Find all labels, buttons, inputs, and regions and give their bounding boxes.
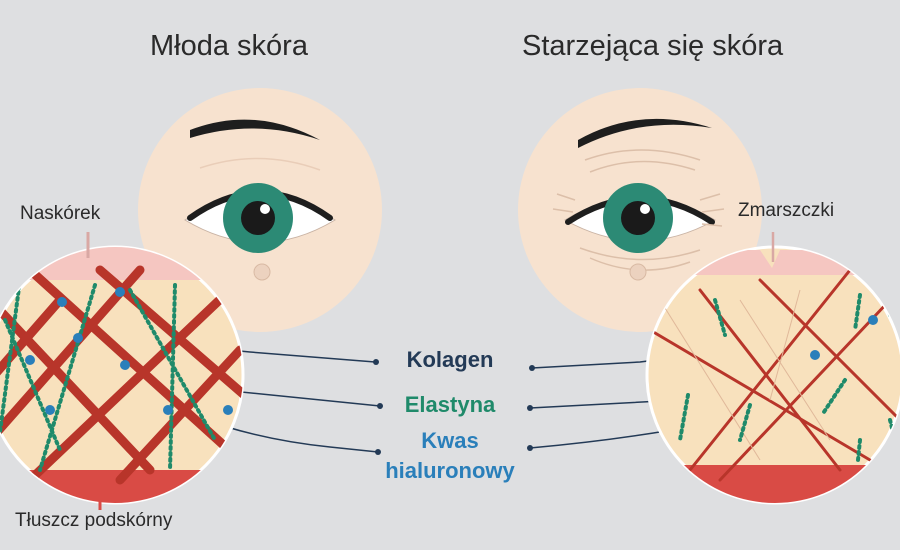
aging-mole [629,263,647,281]
elastin-label: Elastyna [404,392,496,417]
aging-hyaluronic-dots [810,315,878,360]
young-pupil [241,201,275,235]
collagen-label: Kolagen [406,347,494,372]
young-eye-highlight [260,204,270,214]
aging-collagen-fibers [648,268,900,482]
aging-skin-title: Starzejąca się skóra [522,30,784,62]
young-mole [253,263,271,281]
epidermis-label: Naskórek [20,203,101,224]
young-eyebrow-icon [190,119,320,140]
hyaluronic-acid-label-line1: Kwas [421,428,479,453]
connector-dots [373,359,535,455]
young-collagen-fibers [0,265,243,485]
aging-eyebrow-icon [578,118,712,148]
aging-pupil [621,201,655,235]
wrinkles-label: Zmarszczki [738,200,835,221]
young-crease [199,157,321,171]
aging-eye-highlight [640,204,650,214]
hyaluronic-acid-label-line2: hialuronowy [385,458,515,483]
subcutaneous-fat-label: Tłuszcz podskórny [15,510,173,531]
young-hyaluronic-dots [25,287,233,415]
young-skin-title: Młoda skóra [150,30,308,62]
young-elastin-fibers [0,278,217,472]
aging-dermis [645,245,900,505]
young-face [138,88,382,332]
aging-elastin-fibers [678,288,897,462]
